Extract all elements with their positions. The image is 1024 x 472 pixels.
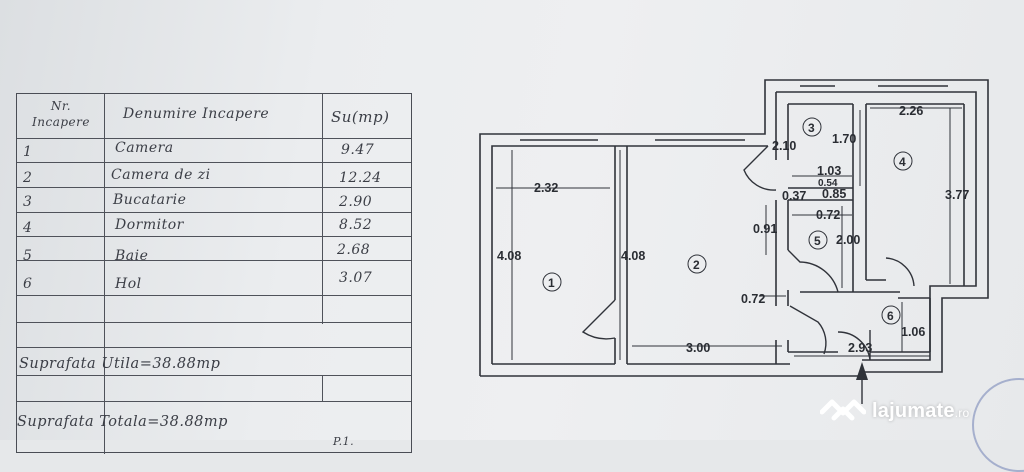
plan-doors — [581, 145, 915, 361]
row-3-area: 2.90 — [339, 194, 373, 210]
row-1-area: 9.47 — [341, 142, 375, 158]
table-row-divider — [17, 322, 411, 323]
row-5-nr: 5 — [23, 248, 33, 264]
room-number-4: 4 — [899, 155, 906, 169]
dim-r2-height: 4.08 — [621, 249, 645, 263]
table-row-divider — [17, 212, 411, 213]
dim-r1-width: 2.32 — [534, 181, 558, 195]
dim-r2-width: 3.00 — [686, 341, 710, 355]
row-5-area: 2.68 — [337, 242, 371, 258]
row-2-name: Camera de zi — [111, 167, 211, 183]
table-row-divider — [17, 260, 411, 261]
watermark-text: lajumate.ro — [872, 400, 969, 423]
room-number-circles — [542, 117, 913, 325]
dim-r1-height: 4.08 — [497, 249, 521, 263]
header-area: Su(mp) — [331, 108, 390, 126]
table-col-divider — [322, 94, 323, 324]
row-2-nr: 2 — [23, 170, 33, 186]
table-row-divider — [17, 295, 411, 296]
dim-r3-top: 2.10 — [772, 139, 796, 153]
row-1-name: Camera — [115, 140, 174, 156]
dim-085: 0.85 — [822, 187, 846, 201]
suprafata-totala: Suprafata Totala=38.88mp — [17, 414, 228, 430]
row-4-area: 8.52 — [339, 217, 373, 233]
header-nr: Nr. Incapere — [32, 99, 90, 129]
header-name: Denumire Incapere — [123, 106, 270, 122]
floor-plan: 1 2 3 4 5 6 2.32 4.08 4.08 3.00 1.70 2.1… — [479, 79, 989, 404]
watermark-tld: .ro — [954, 405, 970, 420]
table-row-divider — [17, 347, 411, 348]
row-3-nr: 3 — [23, 194, 33, 210]
dimension-lines — [496, 107, 962, 360]
dim-r4-width: 2.26 — [899, 104, 923, 118]
room-number-3: 3 — [808, 121, 815, 135]
lajumate-logo-icon — [820, 399, 866, 421]
row-6-nr: 6 — [23, 276, 33, 292]
dim-072b: 0.72 — [741, 292, 765, 306]
table-row-divider — [17, 375, 411, 376]
row-2-area: 12.24 — [339, 170, 382, 186]
row-4-nr: 4 — [23, 220, 33, 236]
room-number-1: 1 — [548, 276, 555, 290]
table-row-divider — [17, 401, 411, 402]
row-3-name: Bucatarie — [113, 192, 187, 208]
table-col-divider — [322, 375, 323, 401]
room-number-6: 6 — [887, 309, 894, 323]
table-row-divider — [17, 138, 411, 139]
dim-054: 0.54 — [818, 178, 838, 189]
plan-walls — [479, 79, 989, 377]
table-row-divider — [17, 236, 411, 237]
row-6-area: 3.07 — [339, 270, 373, 286]
dim-103: 1.03 — [817, 164, 841, 178]
entrance-arrow — [856, 362, 868, 404]
dim-072a: 0.72 — [816, 208, 840, 222]
table-col-divider — [104, 94, 105, 454]
row-4-name: Dormitor — [115, 217, 184, 233]
room-numbers: 1 2 3 4 5 6 — [548, 121, 906, 323]
dimension-labels: 2.32 4.08 4.08 3.00 1.70 2.10 2.26 3.77 … — [497, 104, 969, 355]
table-row-divider — [17, 187, 411, 188]
lajumate-watermark: lajumate.ro — [820, 394, 969, 428]
row-5-name: Baie — [115, 248, 149, 264]
dim-293: 2.93 — [848, 341, 872, 355]
room-number-5: 5 — [814, 234, 821, 248]
room-number-2: 2 — [693, 258, 700, 272]
dim-037: 0.37 — [782, 189, 806, 203]
table-row-divider — [17, 162, 411, 163]
dim-091: 0.91 — [753, 222, 777, 236]
row-6-name: Hol — [115, 276, 142, 292]
dim-106: 1.06 — [901, 325, 925, 339]
row-1-nr: 1 — [23, 144, 33, 160]
watermark-brand: lajumate — [872, 399, 955, 422]
suprafata-utila: Suprafata Utila=38.88mp — [19, 356, 221, 372]
dim-r4-height: 3.77 — [945, 188, 969, 202]
dim-r3-width: 1.70 — [832, 132, 856, 146]
dim-200: 2.00 — [836, 233, 860, 247]
rooms-table: Nr. Incapere Denumire Incapere Su(mp) 1 … — [16, 93, 412, 454]
